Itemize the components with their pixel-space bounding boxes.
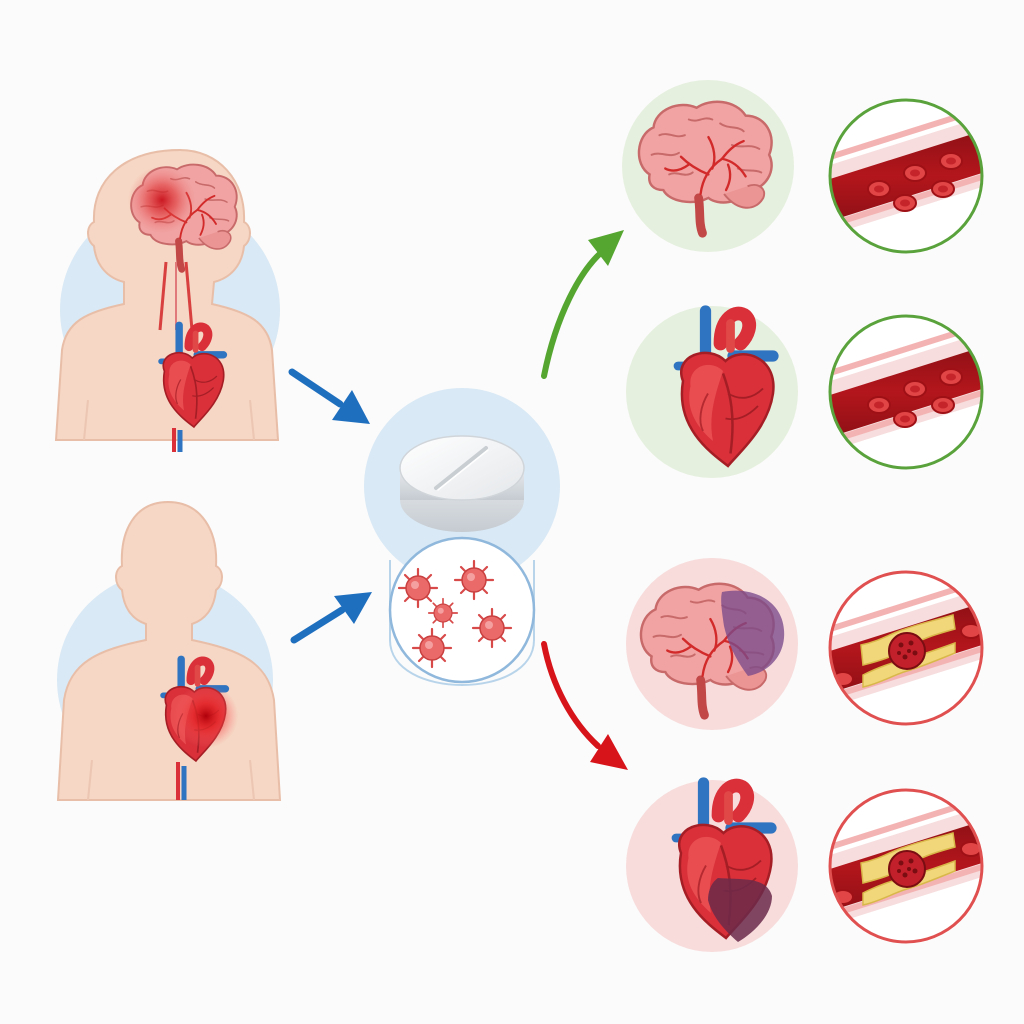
vessel-blocked-top xyxy=(828,570,984,726)
mi-patient xyxy=(56,500,282,801)
good-ring xyxy=(828,314,984,470)
pill-icon xyxy=(399,435,525,532)
vessel-healthy-bottom xyxy=(828,314,984,470)
arrow-good-outcome xyxy=(541,230,624,379)
vessel-blocked-bottom xyxy=(828,788,984,944)
carotid-artery xyxy=(158,261,168,331)
platelet-panel xyxy=(388,536,536,684)
stroke-lesion xyxy=(128,166,196,234)
arrow-bad-outcome xyxy=(541,641,628,770)
heart-infarct-area xyxy=(708,878,772,942)
good-ring xyxy=(828,98,984,254)
outcome-brain-protected xyxy=(622,80,794,252)
bad-ring xyxy=(828,788,984,944)
outcome-heart-protected xyxy=(626,306,798,478)
outcome-heart-infarct xyxy=(626,780,798,952)
brain-infarct-area xyxy=(721,590,785,676)
bad-ring xyxy=(828,570,984,726)
outcome-brain-infarct xyxy=(626,558,798,730)
vessel-healthy-top xyxy=(828,98,984,254)
arrow-in-top xyxy=(288,368,370,424)
stroke-patient xyxy=(54,148,280,452)
infarct-lesion xyxy=(174,684,238,748)
center-treatment xyxy=(364,388,560,686)
arrow-in-bottom xyxy=(290,592,372,644)
